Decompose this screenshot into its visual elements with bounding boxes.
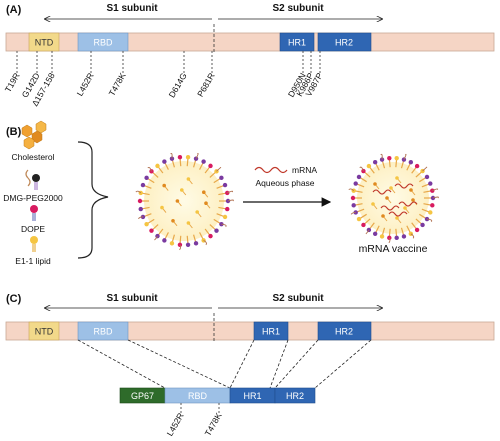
rbd-domain-c bbox=[77, 321, 129, 341]
hr2-label-construct: HR2 bbox=[286, 391, 304, 401]
ntd-domain bbox=[28, 32, 60, 52]
mutation-c-label: T478K bbox=[203, 411, 224, 438]
hr1-label-construct: HR1 bbox=[243, 391, 261, 401]
gp67-label: GP67 bbox=[131, 391, 154, 401]
rbd-label-c: RBD bbox=[93, 327, 113, 337]
hr2-domain-construct bbox=[274, 387, 316, 404]
panel-c-label: (C) bbox=[6, 293, 22, 305]
cholesterol-icon bbox=[21, 120, 47, 150]
s2-subunit-label: S2 subunit bbox=[272, 3, 324, 14]
rbd-domain bbox=[77, 32, 129, 52]
hr2-label: HR2 bbox=[335, 38, 353, 48]
e1-1-lipid-label: E1-1 lipid bbox=[15, 256, 51, 266]
s1-subunit-label: S1 subunit bbox=[106, 3, 158, 14]
rbd-label: RBD bbox=[93, 38, 113, 48]
construct-mapping-lines bbox=[77, 339, 372, 389]
hr2-domain-c bbox=[317, 321, 372, 341]
mutation-a-label: T19R bbox=[3, 71, 22, 94]
mutation-a-label: T478K bbox=[107, 71, 128, 98]
dope-icon bbox=[30, 205, 38, 221]
panel-b-label: (B) bbox=[6, 126, 22, 138]
mrna-strand-icon bbox=[254, 166, 288, 174]
hr2-label-c: HR2 bbox=[335, 327, 353, 337]
rbd-label-construct: RBD bbox=[188, 391, 208, 401]
curly-brace bbox=[77, 141, 109, 259]
mrna-vaccine-label: mRNA vaccine bbox=[359, 243, 428, 255]
cholesterol-label: Cholesterol bbox=[12, 152, 55, 162]
s2-subunit-label-c: S2 subunit bbox=[272, 293, 324, 304]
mutation-a-label: L452R bbox=[75, 71, 96, 98]
ntd-label-c: NTD bbox=[35, 327, 54, 337]
s1-subunit-label-c: S1 subunit bbox=[106, 293, 158, 304]
hr2-domain bbox=[317, 32, 372, 52]
mutation-c-label: L452R bbox=[165, 411, 186, 438]
ntd-domain-c bbox=[28, 321, 60, 341]
mrna-label: mRNA bbox=[292, 165, 317, 175]
e1-1-lipid-icon bbox=[30, 236, 38, 252]
dope-label: DOPE bbox=[21, 224, 45, 234]
dmg-peg2000-icon bbox=[25, 169, 40, 190]
aqueous-phase-label: Aqueous phase bbox=[255, 178, 314, 188]
hr1-domain bbox=[279, 32, 315, 52]
ntd-label: NTD bbox=[35, 38, 54, 48]
hr1-label: HR1 bbox=[288, 38, 306, 48]
lipid-nanoparticle-empty bbox=[135, 152, 234, 251]
mutation-a-label: P681R bbox=[195, 71, 217, 99]
hr1-domain-c bbox=[253, 321, 289, 341]
lipid-nanoparticle-mrna-vaccine bbox=[348, 153, 439, 244]
mutation-a-label: D614G bbox=[167, 71, 189, 99]
hr1-label-c: HR1 bbox=[262, 327, 280, 337]
panel-c-mutations: L452R T478K bbox=[165, 403, 224, 438]
dmg-peg2000-label: DMG-PEG2000 bbox=[3, 193, 63, 203]
panel-a-label: (A) bbox=[6, 4, 22, 16]
